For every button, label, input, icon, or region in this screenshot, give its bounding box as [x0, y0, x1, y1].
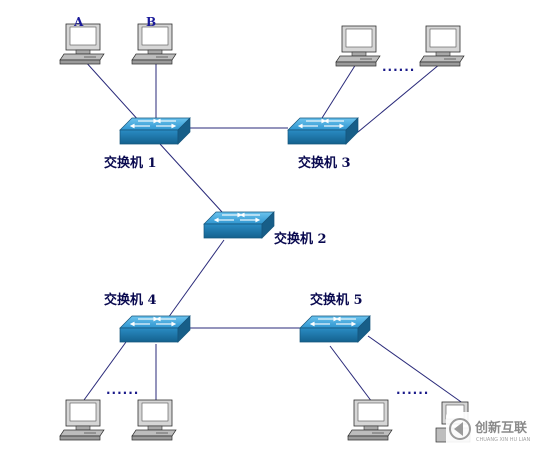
links-layer — [83, 59, 465, 405]
switch-1 — [119, 117, 191, 145]
switch-3 — [287, 117, 359, 145]
switch-1-label: 交换机 1 — [104, 155, 157, 171]
watermark-subtext: CHUANG XIN HU LIAN — [476, 437, 530, 443]
link-sw5-pc5a — [329, 345, 373, 403]
watermark-text: 创新互联 — [474, 420, 527, 436]
switch-4-label: 交换机 4 — [104, 292, 157, 308]
computer-a — [59, 23, 105, 65]
ellipsis-top-right: ...... — [382, 60, 415, 74]
link-sw5-pc5b — [367, 335, 465, 405]
watermark: 创新互联 CHUANG XIN HU LIAN — [446, 412, 544, 448]
watermark-logo-icon — [449, 418, 471, 440]
link-sw1-sw2 — [159, 143, 223, 213]
switch-2-label: 交换机 2 — [274, 231, 327, 247]
computer-sw5-1 — [347, 399, 393, 441]
computer-b — [131, 23, 177, 65]
link-pcA-sw1 — [83, 59, 141, 123]
ellipsis-bottom-right: ...... — [396, 383, 429, 397]
link-sw4-pc4a — [83, 341, 127, 401]
switch-4 — [119, 315, 191, 343]
switch-5 — [299, 315, 371, 343]
ellipsis-bottom-left: ...... — [106, 383, 139, 397]
link-sw2-sw4 — [167, 239, 225, 319]
switch-2 — [203, 211, 275, 239]
computer-sw3-1 — [335, 25, 381, 67]
switch-3-label: 交换机 3 — [298, 155, 351, 171]
link-sw3-pc3b — [357, 63, 441, 133]
computer-a-label: A — [73, 15, 84, 29]
computer-b-label: B — [146, 15, 156, 29]
switch-5-label: 交换机 5 — [310, 292, 363, 308]
link-sw3-pc3a — [321, 63, 357, 119]
computer-sw4-2 — [131, 399, 177, 441]
computer-sw3-2 — [419, 25, 465, 67]
computer-sw4-1 — [59, 399, 105, 441]
